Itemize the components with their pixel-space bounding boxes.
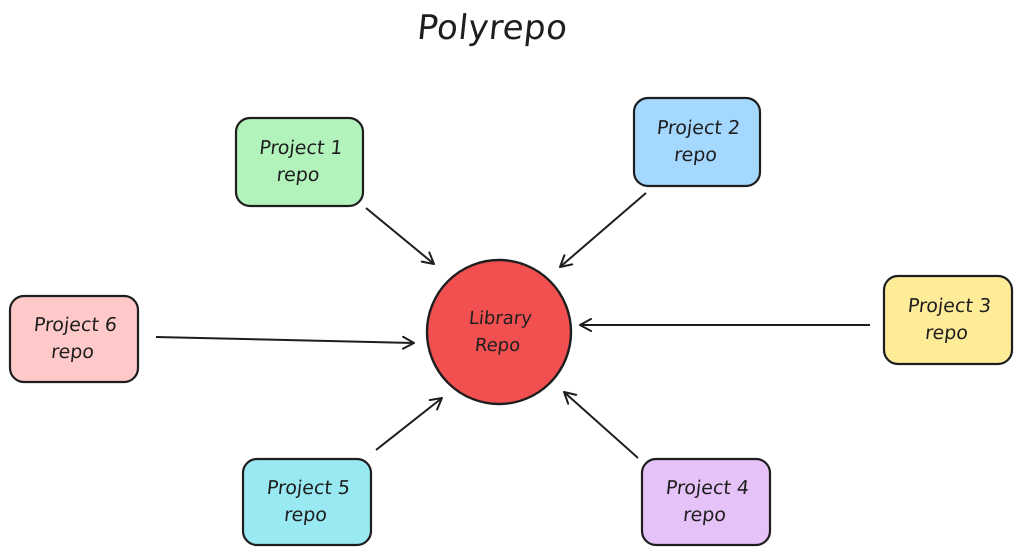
project1-box[interactable] (234, 116, 365, 208)
project4-box[interactable] (640, 457, 772, 547)
arrow-project6-to-library (155, 335, 415, 350)
arrow-project1-to-library (365, 207, 435, 265)
arrow-project5-to-library (375, 397, 443, 451)
project2-box[interactable] (632, 96, 762, 188)
arrow-project4-to-library (563, 391, 639, 459)
library-repo-node[interactable] (425, 258, 573, 406)
project5-box[interactable] (241, 457, 373, 547)
arrow-project2-to-library (559, 192, 647, 268)
project3-box[interactable] (882, 274, 1014, 366)
project6-box[interactable] (8, 294, 140, 384)
